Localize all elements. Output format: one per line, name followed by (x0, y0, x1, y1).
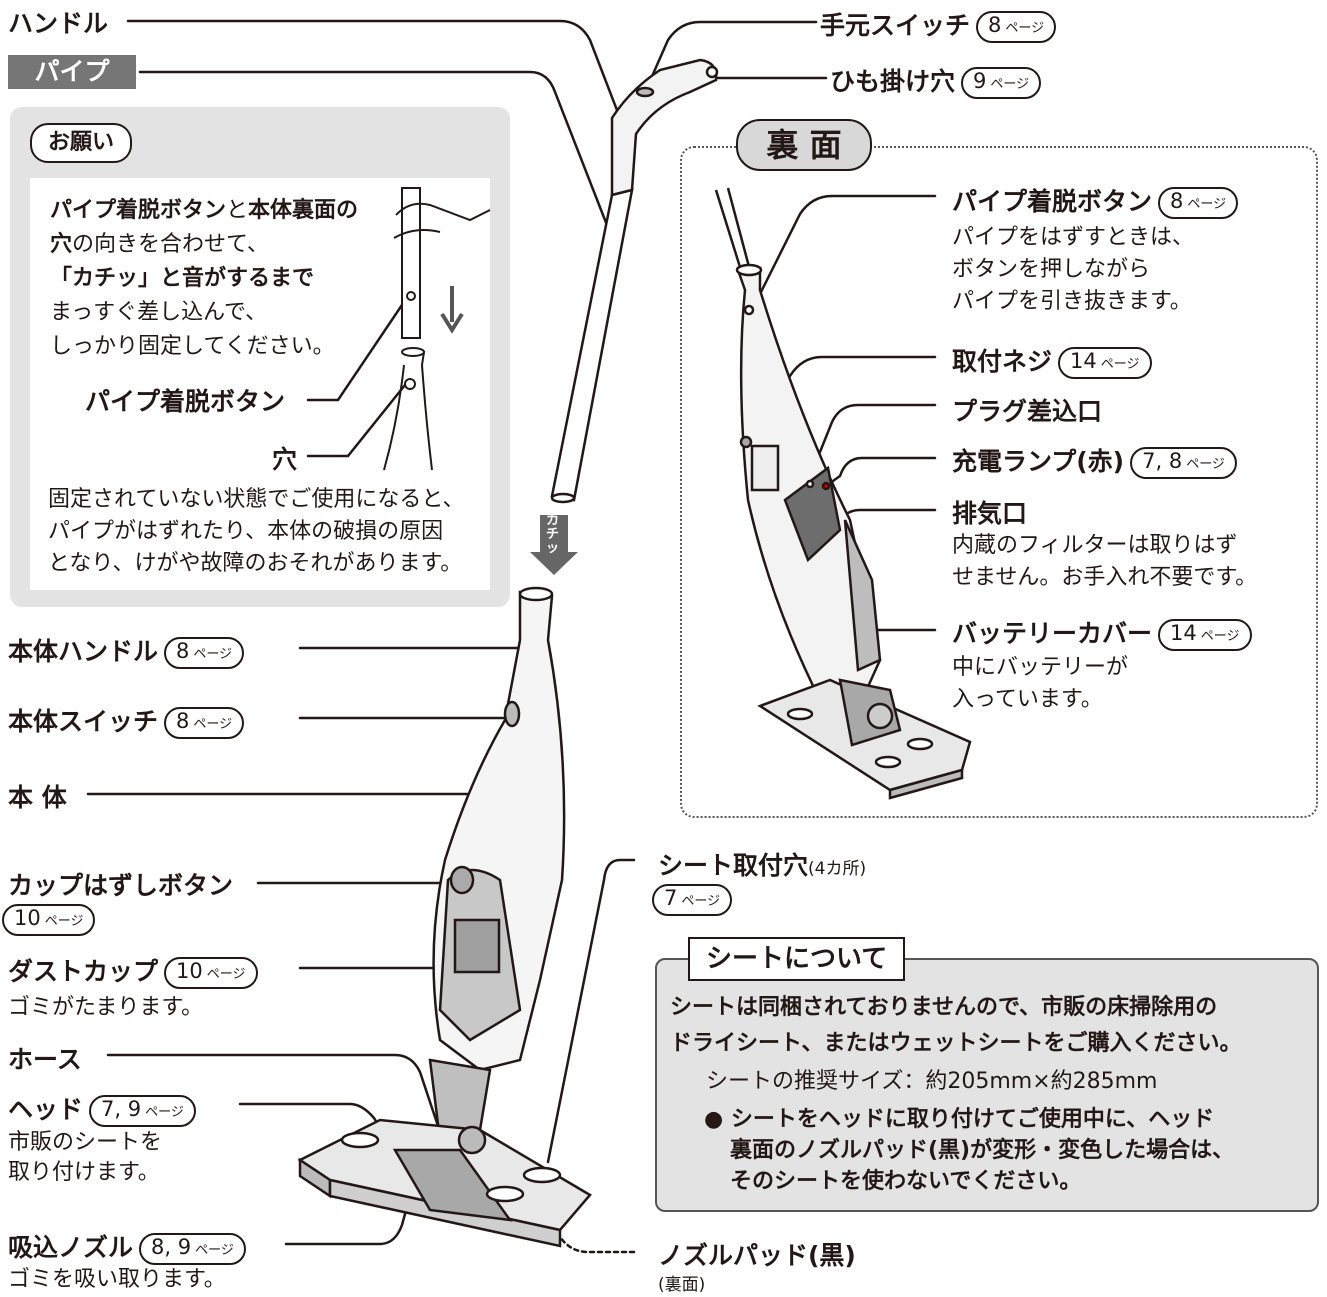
leader-pipe (138, 70, 614, 240)
exhaust-desc: 内蔵のフィルターは取りはず せません。お手入れ不要です。 (952, 533, 1258, 590)
leader-back-pipe-button (750, 194, 937, 312)
hand-switch-text: 手元スイッチ (820, 11, 971, 40)
pad-sub: (裏面) (658, 1275, 706, 1295)
sheet-info-box (655, 958, 1319, 1212)
battery-desc: 中にバッテリーが 入っています。 (952, 655, 1129, 712)
bullet-icon: ● (704, 1107, 724, 1132)
leader-sheet-hole (546, 858, 636, 1164)
leader-hand-switch (644, 20, 818, 92)
pad-label: ノズルパッド(黒) (658, 1241, 856, 1270)
cup-button-label: カップはずしボタン (8, 871, 234, 900)
notice-button-label: パイプ着脱ボタン (85, 387, 286, 416)
back-view-title: 裏 面 (736, 119, 872, 171)
back-view-frame (680, 146, 1318, 818)
back-view-drawing (714, 187, 972, 800)
click-arrow (530, 515, 578, 575)
notice-title: お願い (30, 123, 133, 163)
body-drawing (297, 586, 592, 1248)
leader-lamp (824, 456, 937, 488)
notice-warning: 固定されていない状態でご使用になると、 パイプがはずれたり、本体の破損の原因 と… (48, 487, 465, 576)
sheet-note: ● シートをヘッドに取り付けてご使用中に、ヘッド 裏面のノズルパッド(黒)が変形… (704, 1107, 1235, 1194)
pipe-label: パイプ (8, 55, 136, 89)
dust-cup-desc: ゴミがたまります。 (8, 995, 204, 1020)
nozzle-desc: ゴミを吸い取ります。 (8, 1267, 226, 1292)
leader-handle (126, 19, 622, 120)
click-text: カチッ (546, 513, 560, 556)
pipe-drawing (550, 58, 719, 504)
leader-notice-button (306, 294, 410, 402)
back-pipe-desc: パイプをはずすときは、 ボタンを押しながら パイプを引き抜きます。 (952, 225, 1195, 314)
sheet-title: シートについて (688, 937, 906, 981)
leader-plug (806, 403, 937, 484)
head-desc: 市販のシートを 取り付けます。 (8, 1130, 163, 1185)
leader-notice-hole (306, 383, 407, 458)
notice-instructions: パイプ着脱ボタンと本体裏面の 穴の向きを合わせて、 「カチッ」と音がするまで ま… (50, 198, 359, 359)
notice-hole-label: 穴 (272, 445, 298, 474)
plug-label: プラグ差込口 (952, 397, 1103, 426)
leader-head (238, 1102, 388, 1140)
sheet-main-text: シートは同梱されておりませんので、市販の床掃除用の ドライシート、またはウェット… (670, 995, 1242, 1056)
sheet-size: シートの推奨サイズ：約205mm×約285mm (706, 1069, 1158, 1094)
notice-illustration (383, 187, 491, 471)
leader-hose (106, 1053, 442, 1134)
sheet-hole-label: シート取付穴(4カ所) (658, 851, 867, 880)
body-label: 本 体 (8, 783, 67, 812)
string-hole-text: ひも掛け穴 (830, 67, 956, 96)
handle-label: ハンドル (8, 9, 109, 38)
leader-nozzle (284, 1186, 414, 1246)
hose-label: ホース (8, 1045, 82, 1074)
exhaust-label: 排気口 (952, 499, 1028, 528)
